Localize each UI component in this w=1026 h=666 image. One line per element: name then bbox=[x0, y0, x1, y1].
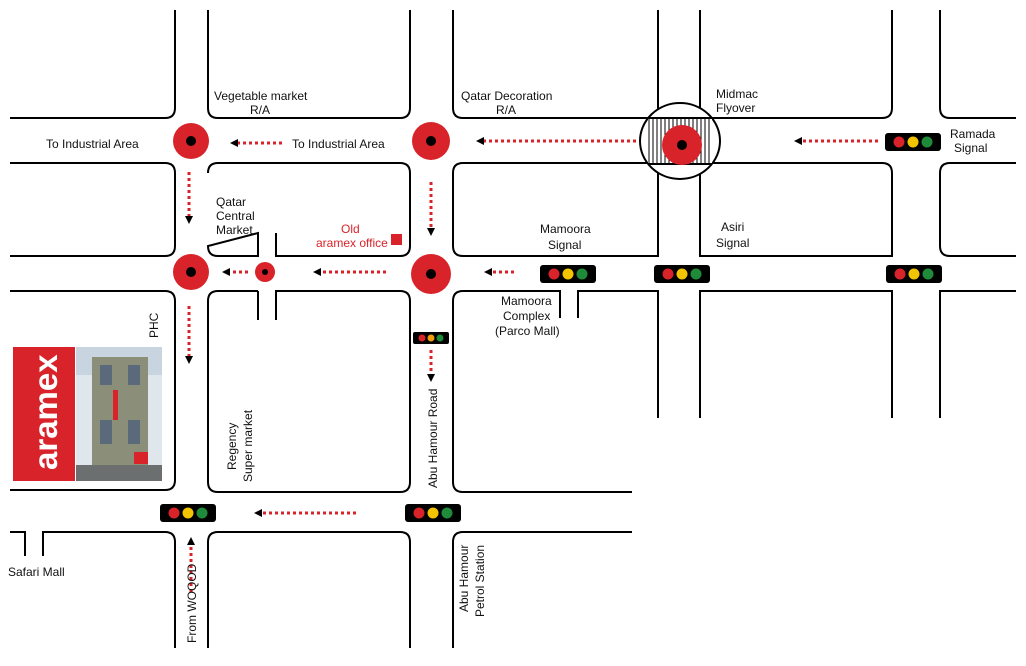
traffic-light-icon bbox=[654, 265, 710, 283]
mamoora-complex-label-1: Mamoora bbox=[501, 294, 552, 308]
qatar-central-market-label-2: Central bbox=[216, 209, 255, 223]
roundabout-icon bbox=[412, 122, 450, 160]
super-market-label: Super market bbox=[241, 409, 255, 482]
qatar-decoration-label: Qatar Decoration bbox=[461, 89, 552, 103]
mamoora-signal-label-1: Mamoora bbox=[540, 222, 591, 236]
abu-hamour-petrol-label-1: Abu Hamour bbox=[457, 545, 471, 612]
roundabout-icon bbox=[173, 254, 209, 290]
abu-hamour-road-label: Abu Hamour Road bbox=[426, 389, 440, 488]
roundabout-icon bbox=[173, 123, 209, 159]
mamoora-signal-label-2: Signal bbox=[548, 238, 581, 252]
from-woqod-label: From WOQOD bbox=[185, 563, 199, 643]
office-marker-icon bbox=[391, 234, 402, 245]
traffic-light-icon bbox=[160, 504, 216, 522]
flyover-label: Flyover bbox=[716, 101, 755, 115]
ramada-signal-label: Signal bbox=[954, 141, 987, 155]
old-aramex-office-label-2: aramex office bbox=[316, 236, 388, 250]
traffic-light-icon bbox=[885, 133, 941, 151]
aramex-logo: aramex bbox=[13, 347, 75, 481]
roundabouts bbox=[173, 122, 702, 294]
logo-brand-text: aramex bbox=[27, 354, 64, 470]
asiri-signal-label-2: Signal bbox=[716, 236, 749, 250]
aramex-building-photo bbox=[76, 347, 162, 481]
roundabout-icon bbox=[255, 262, 275, 282]
phc-label: PHC bbox=[147, 312, 161, 338]
qatar-central-market-label-1: Qatar bbox=[216, 195, 246, 209]
traffic-lights bbox=[160, 133, 942, 522]
asiri-signal-label-1: Asiri bbox=[721, 220, 744, 234]
vegetable-market-ra-label: R/A bbox=[250, 103, 270, 117]
traffic-light-icon bbox=[413, 332, 449, 344]
traffic-light-icon bbox=[540, 265, 596, 283]
aramex-logo-icon bbox=[13, 347, 75, 481]
traffic-light-icon bbox=[405, 504, 461, 522]
safari-mall-label: Safari Mall bbox=[8, 565, 65, 579]
old-aramex-office-label-1: Old bbox=[341, 222, 360, 236]
to-industrial-area-left-label: To Industrial Area bbox=[46, 137, 139, 151]
map-labels: Vegetable market R/A Qatar Decoration R/… bbox=[8, 87, 996, 643]
qatar-central-market-label-3: Market bbox=[216, 223, 253, 237]
regency-label: Regency bbox=[225, 423, 239, 470]
mamoora-complex-label-2: Complex bbox=[503, 309, 550, 323]
qatar-decoration-ra-label: R/A bbox=[496, 103, 516, 117]
midmac-label: Midmac bbox=[716, 87, 758, 101]
abu-hamour-petrol-label-2: Petrol Station bbox=[473, 545, 487, 617]
to-industrial-area-mid-label: To Industrial Area bbox=[292, 137, 385, 151]
ramada-label: Ramada bbox=[950, 127, 996, 141]
vegetable-market-label: Vegetable market bbox=[214, 89, 308, 103]
roundabout-icon bbox=[662, 125, 702, 165]
direction-arrows bbox=[185, 137, 878, 592]
roundabout-icon bbox=[411, 254, 451, 294]
traffic-light-icon bbox=[886, 265, 942, 283]
mamoora-complex-label-3: (Parco Mall) bbox=[495, 324, 560, 338]
